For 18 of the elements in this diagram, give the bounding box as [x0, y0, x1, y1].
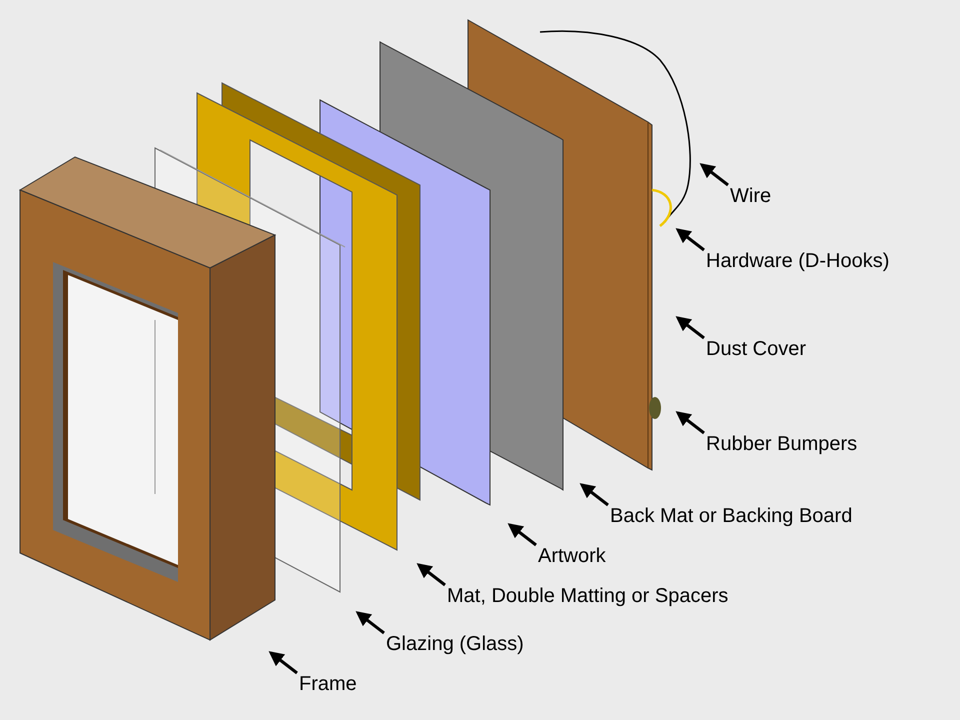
arrow [676, 228, 705, 252]
arrow [676, 411, 705, 434]
part-label: Wire [730, 185, 772, 208]
part-label: Hardware (D-Hooks) [706, 250, 890, 273]
part-label: Glazing (Glass) [386, 633, 524, 656]
part-label: Mat, Double Matting or Spacers [447, 585, 728, 608]
part-label: Dust Cover [706, 338, 806, 361]
arrow [416, 563, 446, 586]
arrow [508, 523, 537, 546]
arrow [356, 611, 385, 634]
part-label: Rubber Bumpers [706, 433, 858, 456]
arrow [580, 483, 609, 506]
arrow [268, 651, 298, 674]
part-label: Frame [299, 673, 357, 696]
arrow [700, 163, 729, 186]
part-label: Back Mat or Backing Board [610, 505, 852, 528]
part-label: Artwork [538, 545, 606, 568]
arrow [676, 316, 705, 340]
